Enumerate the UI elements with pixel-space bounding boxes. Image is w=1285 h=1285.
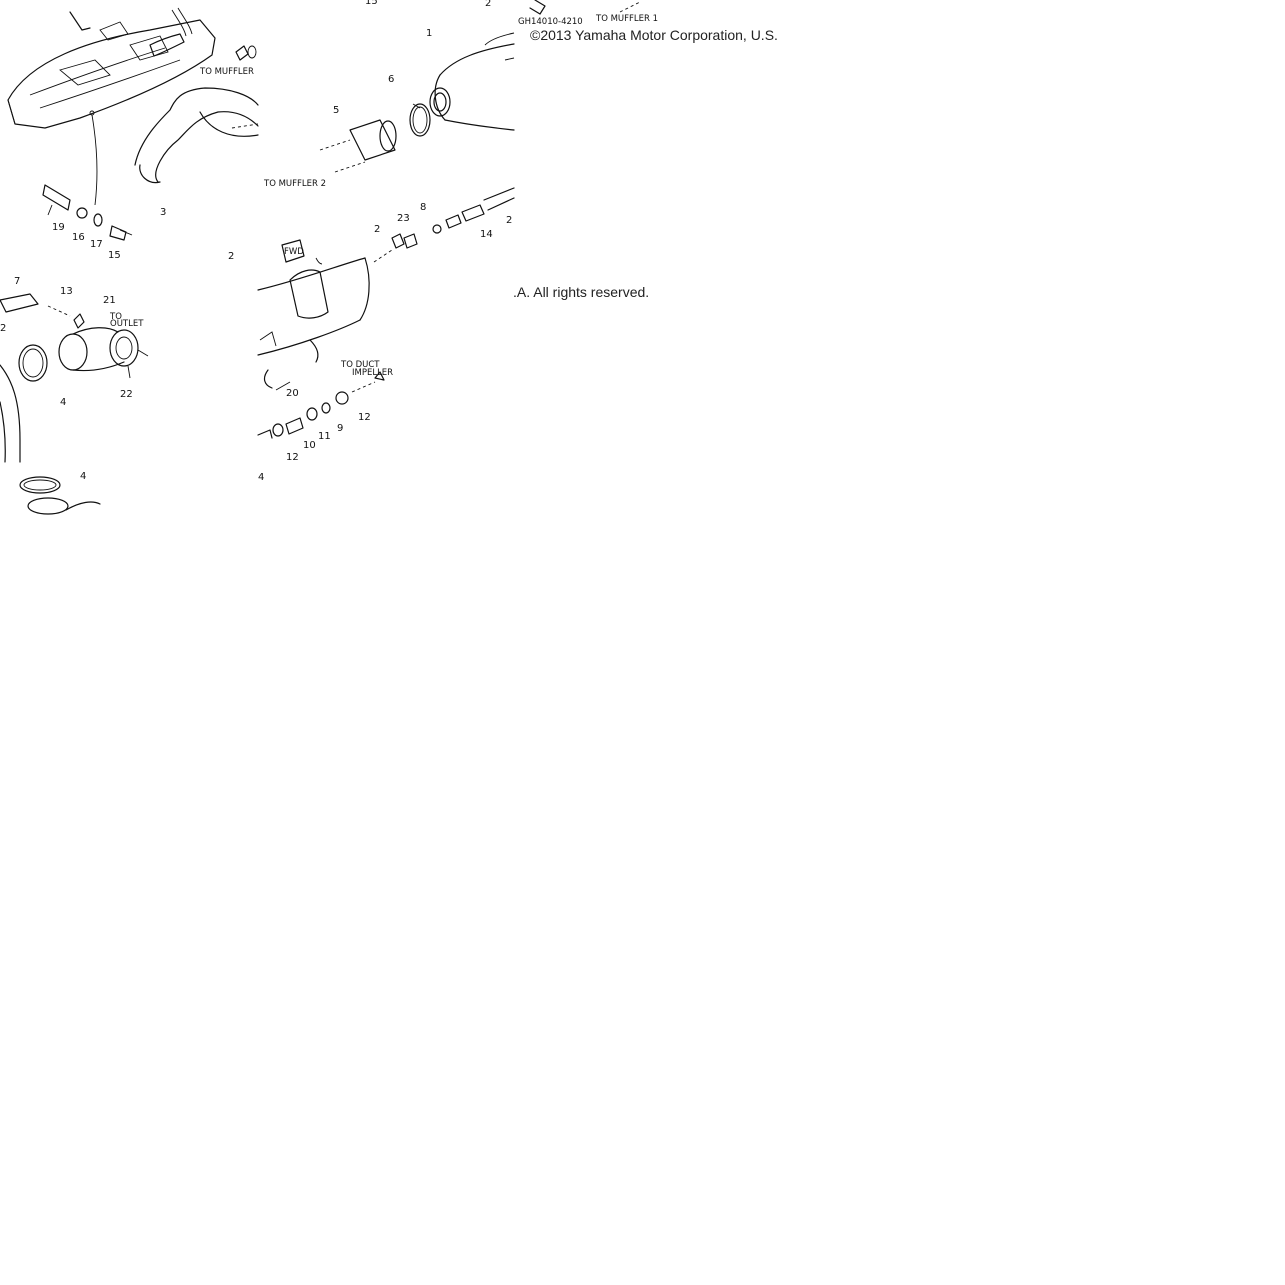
note-to-muffler-1: TO MUFFLER 1 — [595, 14, 658, 24]
callout-12: 12 — [358, 412, 371, 423]
callout-4-right: 4 — [258, 472, 264, 483]
callout-leader — [91, 114, 98, 206]
hose-clamp-6-drawing — [409, 103, 431, 137]
part-code: GH14010-4210 — [518, 17, 583, 27]
callout-15: 15 — [108, 250, 121, 261]
callout-16: 16 — [72, 232, 85, 243]
hose-clamp-4-drawing — [18, 344, 48, 382]
callout-2: 2 — [485, 0, 491, 9]
callout-8: 8 — [420, 202, 426, 213]
note-to-duct-b: IMPELLER — [352, 368, 393, 378]
hose-fittings-drawing — [373, 187, 515, 263]
callout-22: 23 — [397, 213, 410, 224]
callout-4-lower: 4 — [80, 471, 86, 482]
watercraft-hull-drawing — [7, 7, 216, 129]
callout-11: 11 — [318, 431, 331, 442]
note-to-muffler: TO MUFFLER — [199, 67, 254, 77]
clip-icon — [235, 45, 257, 61]
callout-5: 5 — [333, 105, 339, 116]
exhaust-pipe-bend-drawing — [134, 87, 259, 184]
copyright-line-1: ©2013 Yamaha Motor Corporation, U.S. — [530, 27, 778, 43]
callout-10: 10 — [303, 440, 316, 451]
callout-15-top: 15 — [365, 0, 378, 7]
clip-13-icon — [73, 313, 85, 329]
note-to-muffler-2: TO MUFFLER 2 — [263, 179, 326, 189]
callout-23: 2 — [374, 224, 380, 235]
callout-6: 6 — [388, 74, 394, 85]
callout-2-cut: 2 — [506, 215, 512, 226]
callout-21: 22 — [120, 389, 133, 400]
note-to-outlet-b: OUTLET — [110, 319, 144, 329]
callout-17: 17 — [90, 239, 103, 250]
callout-3: 3 — [160, 207, 166, 218]
note-fwd: FWD — [284, 247, 304, 257]
callout-2-mid: 2 — [228, 251, 234, 262]
copyright-line-2: .A. All rights reserved. — [513, 284, 650, 300]
pipe-section-drawing — [0, 364, 101, 515]
callout-13: 13 — [60, 286, 73, 297]
callout-2-left: 2 — [0, 323, 6, 334]
bolt-assembly-drawing — [42, 184, 133, 241]
muffler-bracket-drawing — [529, 0, 641, 15]
muffler-side-drawing — [257, 239, 370, 356]
callout-14: 14 — [480, 229, 493, 240]
water-fittings-drawing — [257, 371, 385, 439]
muffler-body-drawing — [429, 32, 515, 131]
callout-19: 20 — [286, 388, 299, 399]
callout-1: 1 — [426, 28, 432, 39]
band-19-drawing — [263, 339, 319, 391]
note-to-outlet-a: TO — [109, 312, 122, 322]
callout-18: 19 — [52, 222, 65, 233]
callout-4: 4 — [60, 397, 66, 408]
callout-7: 7 — [14, 276, 20, 287]
outlet-elbow-drawing — [58, 327, 149, 379]
callout-12-lower: 12 — [286, 452, 299, 463]
callout-20: 21 — [103, 295, 116, 306]
outlet-hose-7-drawing — [0, 293, 71, 317]
joint-hose-5-drawing — [319, 119, 397, 173]
note-to-duct-a: TO DUCT — [340, 360, 380, 370]
callout-9: 9 — [337, 423, 343, 434]
